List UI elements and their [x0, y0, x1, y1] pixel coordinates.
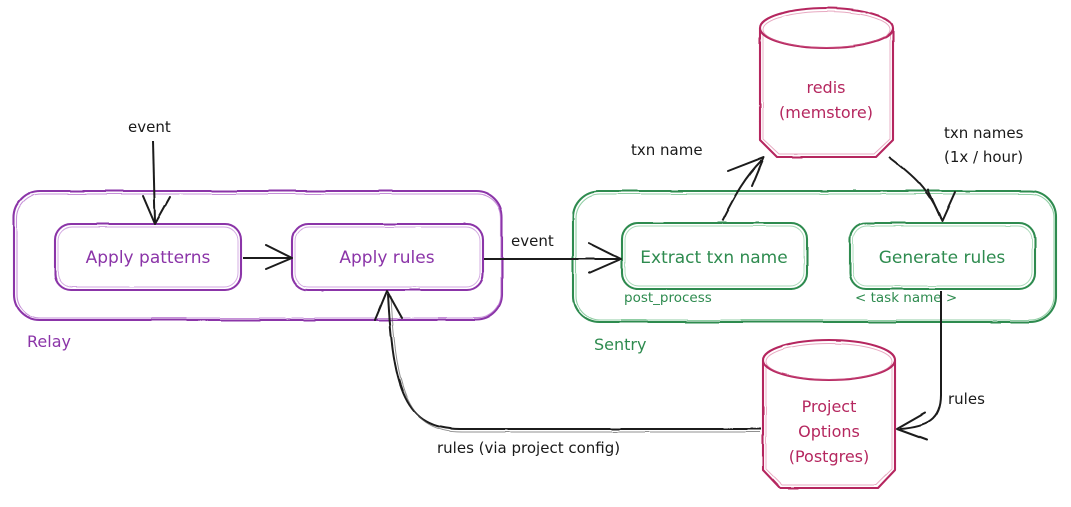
group-sentry-label: Sentry: [594, 335, 646, 354]
datastore-project-options[interactable]: [761, 338, 897, 490]
edge-ingress-event: [142, 140, 171, 225]
datastore-project-options-line-2: Options: [798, 422, 860, 441]
node-generate-rules-box-echo: [852, 225, 1033, 287]
node-apply-patterns-box[interactable]: [53, 222, 243, 292]
node-generate-rules[interactable]: [848, 221, 1037, 291]
datastore-redis-top-ellipse-echo: [762, 11, 891, 48]
group-relay-border: [12, 189, 504, 322]
node-apply-patterns-label: Apply patterns: [86, 248, 211, 268]
group-sentry-border-echo: [575, 193, 1055, 321]
node-extract-txn-name[interactable]: [620, 221, 809, 291]
edge-redis-to-generate-line: [888, 156, 942, 220]
edge-patterns-to-rules: [243, 244, 293, 270]
node-generate-rules-box[interactable]: [848, 221, 1037, 291]
edge-generate-to-options-label: rules: [948, 390, 985, 408]
datastore-redis-body[interactable]: [758, 28, 895, 159]
node-generate-rules-label: Generate rules: [879, 248, 1006, 268]
node-apply-rules-box-echo: [294, 226, 481, 288]
node-extract-txn-name-box[interactable]: [620, 221, 809, 291]
edge-extract-to-redis-label: txn name: [631, 141, 703, 159]
edge-ingress-event-line: [152, 140, 156, 223]
node-generate-rules-sublabel: < task name >: [855, 290, 957, 306]
node-apply-patterns-box-echo: [57, 226, 239, 288]
group-sentry: [571, 189, 1058, 324]
node-extract-txn-name-box-echo: [624, 225, 805, 287]
edge-redis-to-generate-label-line1: txn names: [944, 124, 1024, 142]
node-apply-patterns[interactable]: [53, 222, 243, 292]
group-relay-label: Relay: [27, 332, 71, 351]
edge-relay-to-sentry-label: event: [511, 232, 554, 250]
edge-extract-to-redis: [721, 156, 765, 222]
datastore-redis-line-2: (memstore): [779, 103, 873, 122]
edge-generate-to-options-arrowhead: [896, 412, 928, 441]
edge-options-to-apply-line-echo: [390, 295, 760, 433]
node-extract-txn-name-label: Extract txn name: [640, 248, 787, 268]
group-relay-border-echo: [16, 193, 502, 319]
edge-options-to-apply: [374, 290, 761, 433]
node-apply-rules-label: Apply rules: [339, 248, 434, 268]
group-sentry-border: [571, 189, 1058, 324]
datastore-project-options-line-3: (Postgres): [789, 447, 870, 466]
edge-generate-to-options: [896, 291, 942, 441]
node-extract-txn-name-sublabel: post_process: [624, 290, 712, 306]
edge-options-to-apply-line: [387, 293, 761, 430]
edge-ingress-event-label: event: [128, 118, 171, 136]
edge-options-to-apply-arrowhead: [374, 290, 403, 321]
edge-redis-to-generate-label-line2: (1x / hour): [944, 148, 1023, 166]
datastore-project-options-line-1: Project: [802, 397, 857, 416]
datastore-redis-body-echo: [762, 31, 891, 155]
datastore-redis-line-1: redis: [806, 78, 845, 97]
edge-options-to-apply-label: rules (via project config): [437, 439, 620, 457]
edge-ingress-event-arrowhead: [142, 195, 171, 225]
edge-patterns-to-rules-arrowhead: [265, 244, 293, 270]
datastore-project-options-top-ellipse: [761, 338, 897, 382]
datastore-redis[interactable]: [758, 6, 895, 159]
datastore-project-options-top-ellipse-echo: [765, 343, 893, 380]
edge-redis-to-generate: [888, 156, 956, 222]
group-relay: [12, 189, 504, 322]
datastore-project-options-body[interactable]: [761, 360, 897, 490]
datastore-project-options-body-echo: [765, 363, 893, 486]
edge-extract-to-redis-arrowhead: [727, 156, 765, 187]
edge-relay-to-sentry: [484, 242, 622, 274]
edge-redis-to-generate-arrowhead: [927, 189, 956, 222]
datastore-redis-top-ellipse: [758, 6, 895, 50]
edge-generate-to-options-line: [899, 291, 942, 430]
edge-extract-to-redis-line: [721, 159, 763, 222]
edge-relay-to-sentry-arrowhead: [588, 242, 622, 274]
